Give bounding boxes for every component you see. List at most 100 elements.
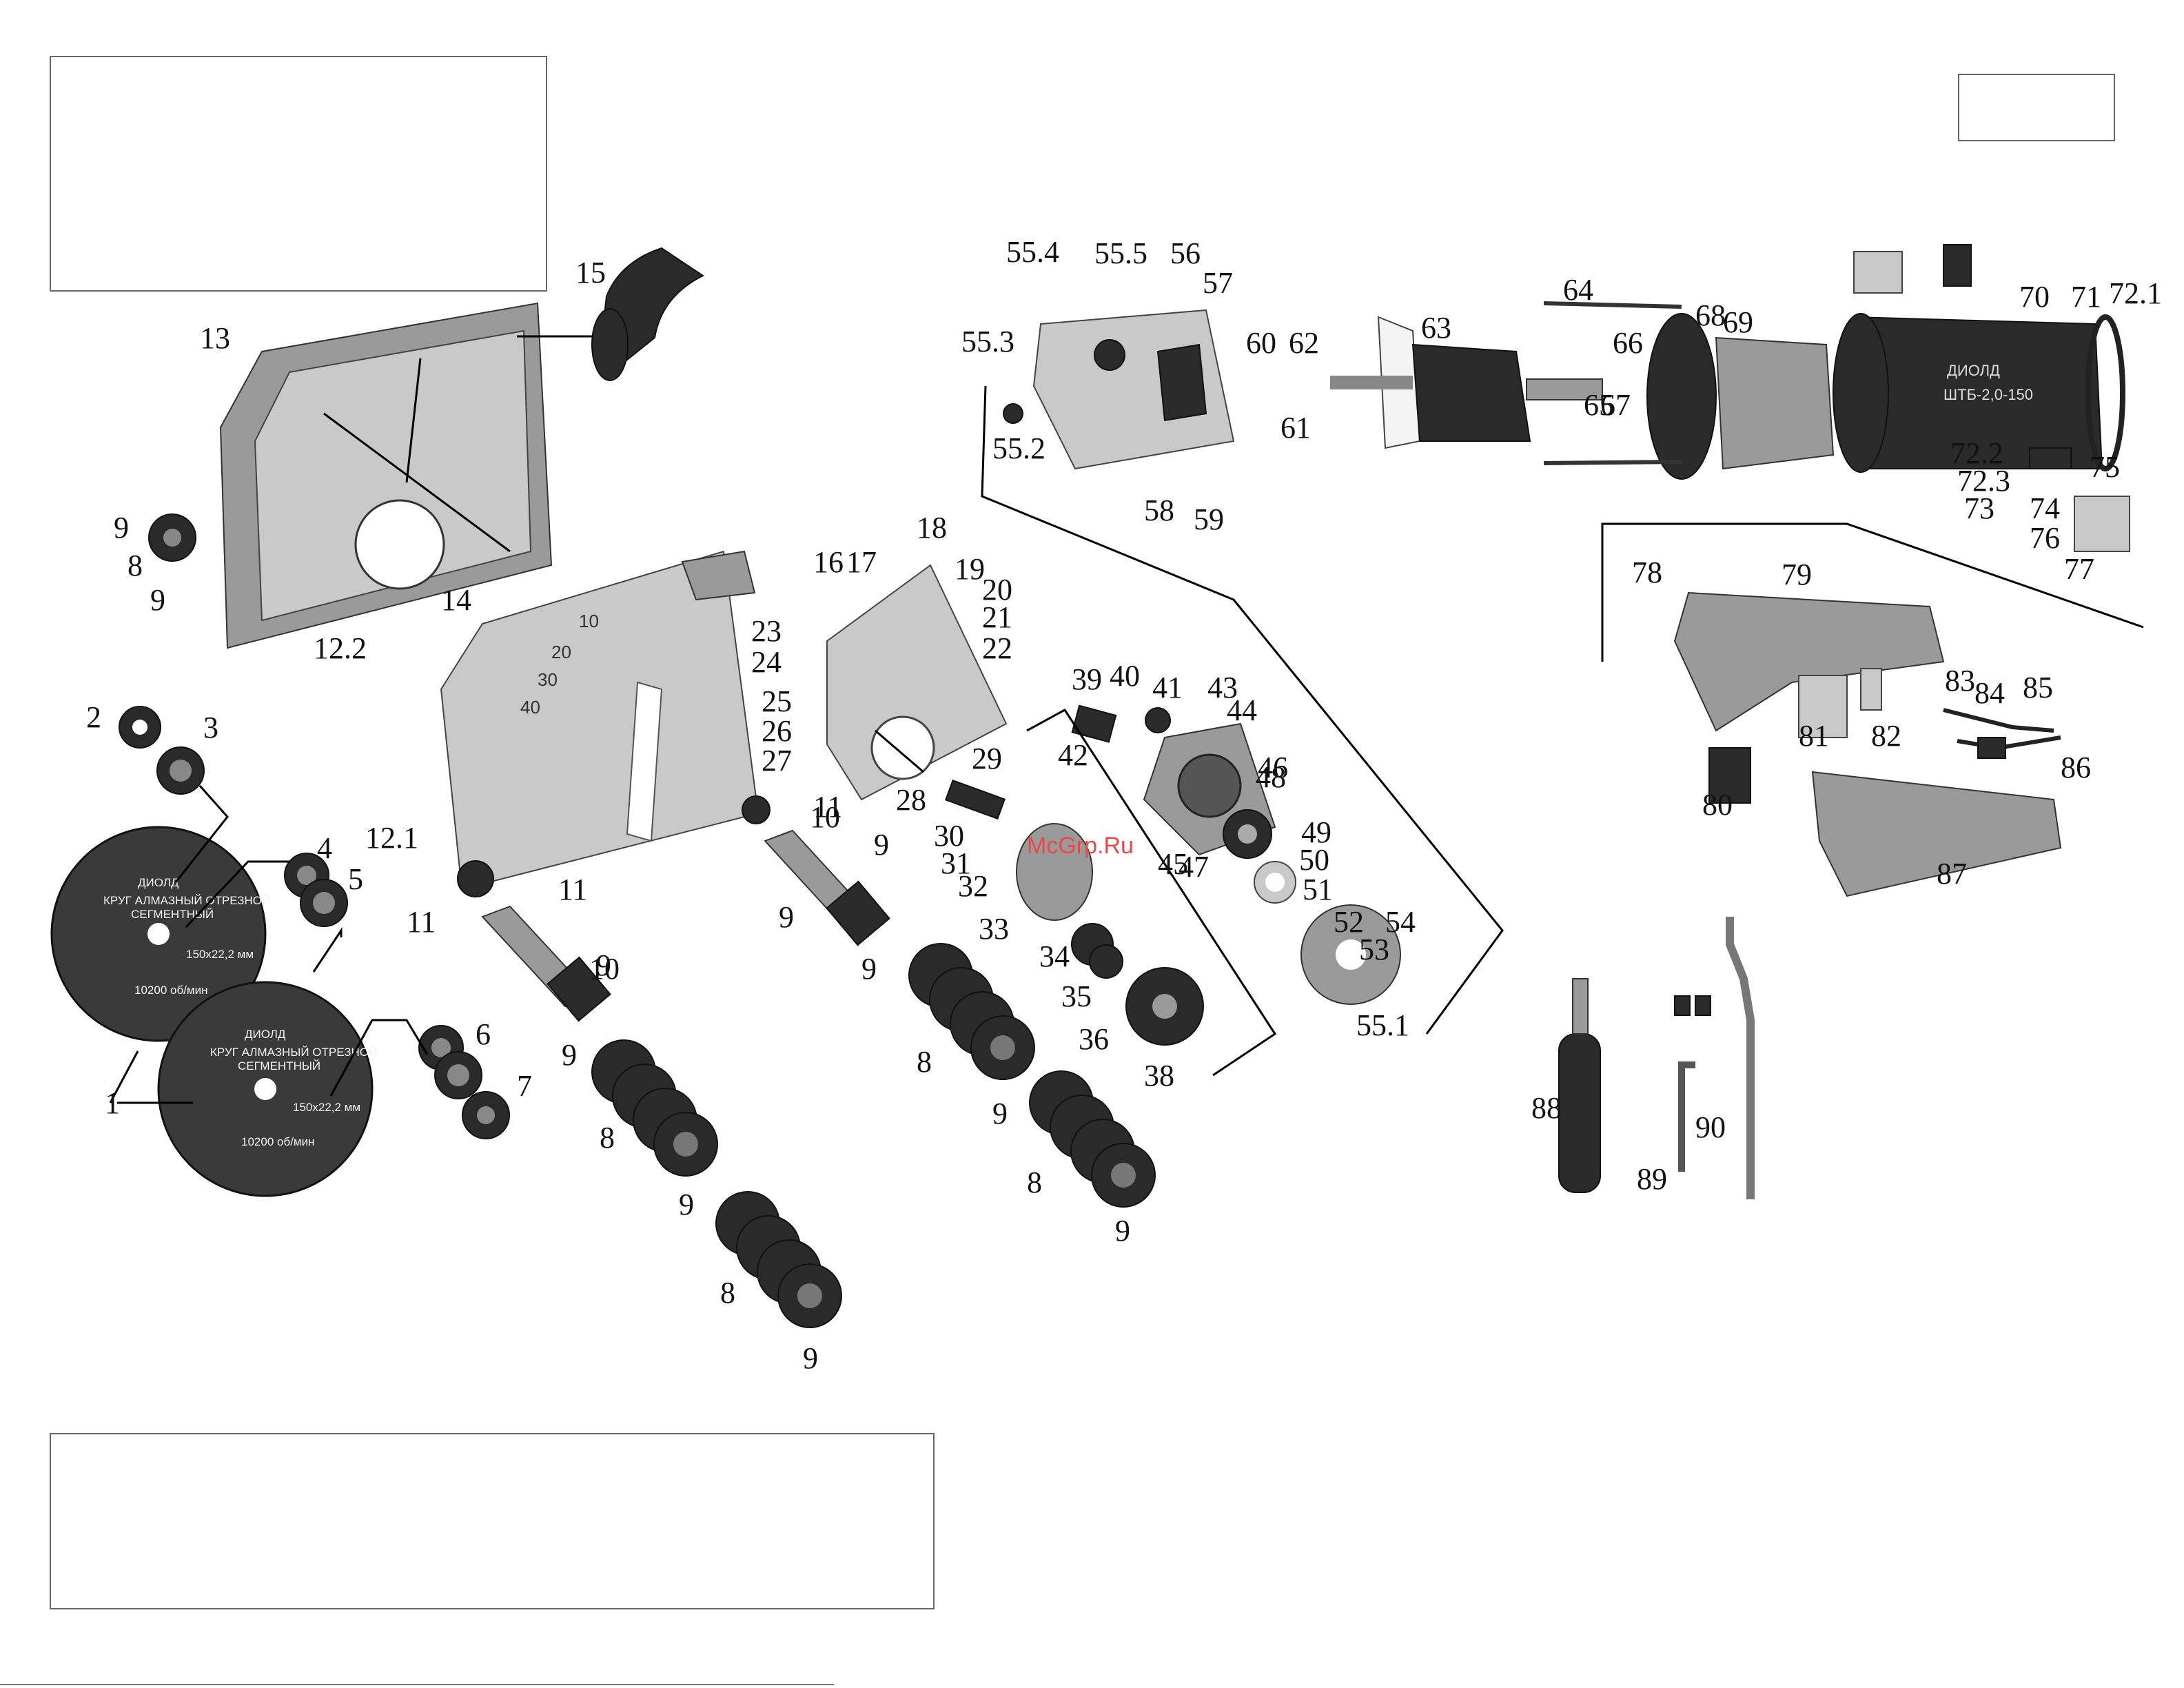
part-label: 2	[86, 700, 101, 734]
part-label: 9	[992, 1097, 1008, 1130]
part-label: 26	[762, 714, 792, 748]
part-label: 49	[1301, 815, 1331, 849]
part-label: 9	[679, 1188, 694, 1221]
watermark: McGrp.Ru	[1027, 833, 1134, 859]
part-label: 38	[1144, 1059, 1174, 1092]
part-label: 70	[2019, 280, 2050, 314]
part-label: 8	[720, 1276, 735, 1310]
part-label: 55.1	[1356, 1008, 1409, 1042]
part-label: 9	[874, 828, 889, 862]
part-label: 79	[1782, 558, 1812, 591]
part-label: 41	[1152, 671, 1183, 704]
part-label: 11	[813, 790, 842, 824]
part-label: 71	[2071, 280, 2101, 314]
part-label: 76	[2030, 521, 2060, 555]
part-label: 53	[1359, 933, 1389, 966]
guide-bar	[1726, 917, 1755, 1199]
rear-end-cap	[2085, 314, 2125, 471]
part-label: 46	[1258, 751, 1288, 784]
part-label: 18	[917, 511, 947, 545]
part-label: 8	[917, 1045, 932, 1079]
svg-text:КРУГ АЛМАЗНЫЙ ОТРЕЗНОЙ: КРУГ АЛМАЗНЫЙ ОТРЕЗНОЙ	[103, 894, 270, 907]
part-label: 58	[1144, 494, 1174, 527]
part-label: 36	[1079, 1022, 1109, 1056]
part-label: 27	[762, 744, 792, 777]
svg-text:КРУГ АЛМАЗНЫЙ ОТРЕЗНОЙ: КРУГ АЛМАЗНЫЙ ОТРЕЗНОЙ	[210, 1046, 377, 1059]
diamond-blade-2: ДИОЛД КРУГ АЛМАЗНЫЙ ОТРЕЗНОЙ СЕГМЕНТНЫЙ …	[157, 981, 377, 1197]
part-label: 9	[150, 583, 165, 617]
part-label: 62	[1289, 326, 1319, 360]
diamond-blade-1: ДИОЛД КРУГ АЛМАЗНЫЙ ОТРЕЗНОЙ СЕГМЕНТНЫЙ …	[50, 826, 270, 1042]
part-label: 9	[803, 1341, 818, 1375]
part-label: 22	[982, 631, 1012, 665]
stator	[1646, 313, 1835, 480]
spindle-and-gears	[945, 704, 1401, 1046]
part-label: 72.1	[2109, 276, 2162, 310]
part-label: 8	[1027, 1166, 1042, 1199]
part-label: 33	[979, 912, 1009, 946]
part-label: 10	[810, 800, 840, 834]
part-label: 55.3	[961, 325, 1014, 358]
part-label: 85	[2023, 671, 2053, 704]
part-label: 7	[517, 1069, 532, 1103]
side-handle	[1558, 978, 1601, 1193]
part-label: 17	[846, 545, 877, 579]
carbon-brushes	[1674, 995, 1711, 1016]
info-box-bottom	[50, 1433, 935, 1609]
part-label: 75	[2090, 450, 2120, 484]
part-label: 77	[2064, 552, 2094, 586]
switch-assembly	[1853, 244, 2130, 552]
part-label: 55.2	[992, 431, 1045, 465]
part-label: 45	[1158, 847, 1188, 881]
part-label: 47	[1178, 850, 1209, 884]
flanges	[119, 513, 510, 1139]
part-label: 88	[1531, 1091, 1562, 1125]
spacer-shaft-right	[764, 829, 890, 946]
part-label: 32	[958, 869, 988, 903]
part-label: 4	[317, 831, 332, 865]
part-label: 68	[1695, 298, 1726, 332]
part-label: 16	[813, 545, 844, 579]
part-label: 9	[114, 511, 129, 545]
part-label: 20	[982, 573, 1012, 607]
part-label: 13	[200, 321, 230, 355]
part-label: 72.3	[1957, 464, 2010, 498]
part-label: 54	[1385, 905, 1416, 939]
rear-guard-cover	[219, 302, 553, 649]
part-label: 65	[1584, 388, 1614, 422]
armature	[1330, 316, 1603, 449]
svg-text:20: 20	[551, 642, 571, 662]
part-label: 12.1	[365, 821, 418, 855]
part-number-labels: 1 2 3 4 5 6 7 8 8 8 8 8 8 9 9 9 9 9 9 9 …	[86, 235, 2162, 1375]
motor-group-frame	[981, 385, 1504, 1035]
part-label: 11	[407, 905, 436, 939]
handle-housing	[1673, 591, 1945, 738]
info-box-top-right	[1958, 74, 2115, 141]
svg-text:10200 об/мин: 10200 об/мин	[241, 1135, 314, 1148]
part-label: 31	[941, 846, 971, 880]
part-label: 35	[1061, 979, 1092, 1013]
part-label: 74	[2030, 491, 2060, 525]
part-label: 39	[1072, 662, 1102, 696]
part-label: 90	[1695, 1110, 1726, 1144]
depth-adjust-plate	[826, 564, 1008, 801]
part-label: 44	[1227, 693, 1257, 727]
gear-housing	[1003, 309, 1235, 470]
part-label: 72.2	[1950, 436, 2003, 470]
svg-text:ШТБ-2,0-150: ШТБ-2,0-150	[1943, 386, 2033, 403]
part-label: 87	[1937, 857, 1967, 891]
svg-text:10200 об/мин: 10200 об/мин	[134, 984, 207, 997]
gearbox-group-frame	[1026, 709, 1277, 1077]
part-label: 52	[1334, 905, 1364, 939]
part-label: 60	[1246, 326, 1276, 360]
part-label: 66	[1613, 326, 1643, 360]
part-label: 57	[1203, 266, 1233, 300]
part-label: 9	[596, 948, 611, 982]
part-label: 9	[779, 900, 794, 934]
handle-group-frame	[1601, 522, 2144, 662]
part-label: 43	[1207, 671, 1238, 704]
svg-text:ДИОЛД: ДИОЛД	[138, 876, 179, 889]
part-label: 24	[751, 645, 782, 679]
part-label: 21	[982, 600, 1012, 634]
